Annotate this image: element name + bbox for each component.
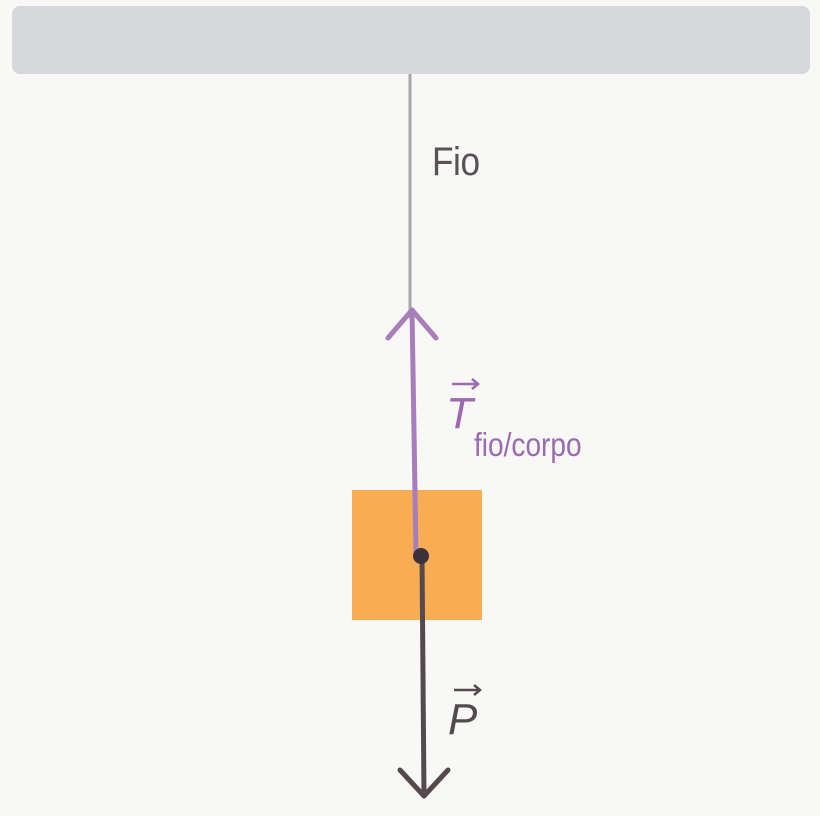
tension-vector [409,307,419,557]
tension-label: T [446,378,480,438]
vector-arrow-icon [452,378,480,390]
vector-arrow-icon [454,684,482,696]
weight-symbol: P [448,695,478,744]
weight-arrowhead [397,767,451,799]
wire-label: Fio [432,140,480,184]
ceiling-support [12,6,810,74]
tension-subscript: fio/corpo [474,426,582,463]
weight-label: P [448,684,482,744]
weight-vector [419,553,427,799]
tension-symbol: T [446,389,473,438]
application-point [413,548,429,564]
tension-arrowhead [385,307,439,341]
